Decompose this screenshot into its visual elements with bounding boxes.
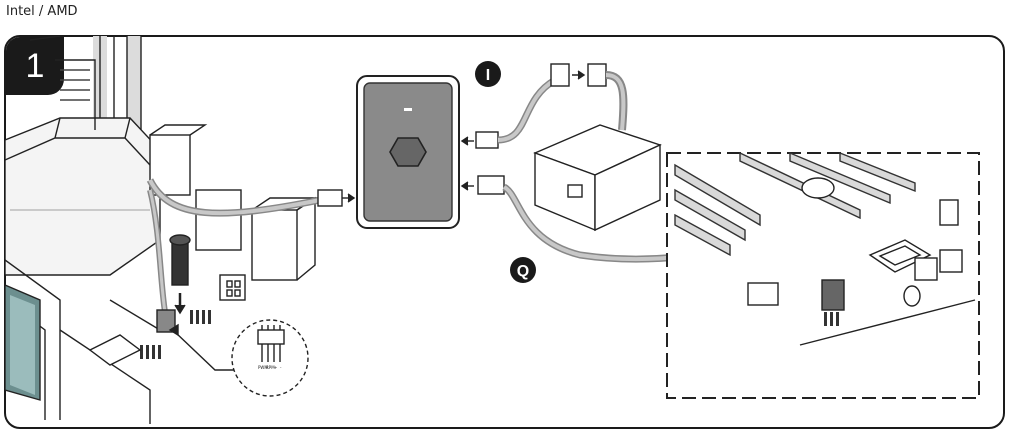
callout-q-label: Q — [517, 263, 529, 280]
header-title: Intel / AMD — [6, 4, 78, 19]
pin-label-minus: - — [280, 365, 282, 370]
argb-controller-illustration — [356, 75, 460, 229]
pin-label-rpm: RPM — [266, 365, 275, 370]
pin-label-pwm: PWM — [258, 365, 268, 370]
pin-label-plus: + — [274, 365, 277, 370]
callout-q-badge — [510, 257, 536, 283]
motherboard-zoom-illustration — [666, 151, 980, 399]
pin-zoom-circle — [231, 319, 309, 397]
cpu-cooler-illustration — [5, 36, 318, 424]
callout-i-label: I — [486, 67, 490, 84]
step-number-badge: 1 — [6, 37, 64, 95]
callout-i-badge — [475, 61, 501, 87]
power-supply-illustration — [533, 124, 662, 232]
